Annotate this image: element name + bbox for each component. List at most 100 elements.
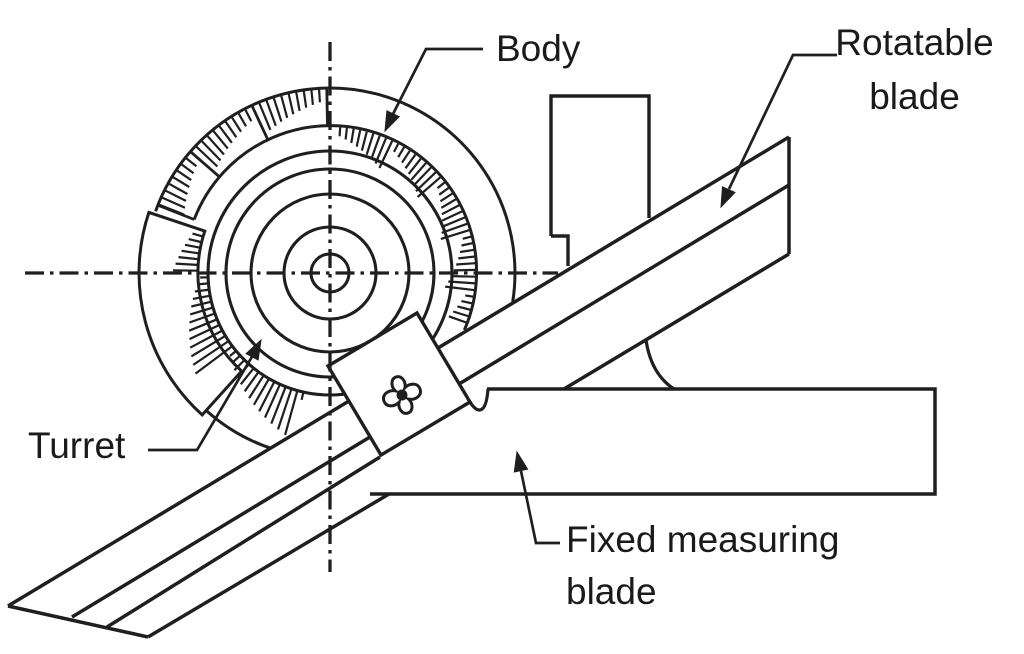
scale-tick xyxy=(436,181,446,189)
scale-tick xyxy=(231,354,241,364)
scale-tick xyxy=(344,127,348,140)
scale-tick xyxy=(258,381,276,412)
rotatable-blade-edge xyxy=(106,455,381,629)
label-fixed-blade: Fixed measuring blade xyxy=(566,514,840,618)
scale-tick xyxy=(252,378,270,406)
rotatable-blade-edge xyxy=(437,135,790,350)
scale-tick xyxy=(461,242,474,247)
scale-tick xyxy=(239,367,255,385)
scale-tick xyxy=(217,124,233,144)
scale-tick xyxy=(180,162,195,175)
rotatable-blade-edge xyxy=(458,183,790,386)
scale-tick xyxy=(413,166,432,187)
turret-leader-arrowhead-icon xyxy=(245,338,262,361)
label-turret-text: Turret xyxy=(28,424,126,466)
rotatable-blade-leader-arrowhead-icon xyxy=(720,186,736,209)
scale-tick xyxy=(181,249,199,255)
scale-divider xyxy=(157,203,195,221)
label-rotatable-blade-line2: blade xyxy=(869,76,960,117)
scale-tick xyxy=(164,189,187,202)
scale-tick xyxy=(404,153,417,169)
scale-tick xyxy=(448,315,468,324)
scale-tick xyxy=(441,210,463,222)
scale-baseline-arc xyxy=(192,124,479,331)
scale-tick xyxy=(175,262,198,266)
scale-tick xyxy=(355,129,362,147)
scale-tick xyxy=(451,275,477,278)
scale-tick xyxy=(188,318,218,332)
scale-tick xyxy=(190,334,226,358)
scale-tick xyxy=(184,156,198,168)
turret-leader-line xyxy=(148,354,255,452)
scale-tick xyxy=(257,101,272,131)
rotatable-blade xyxy=(7,135,791,639)
scale-tick xyxy=(233,359,246,371)
scale-tick xyxy=(440,198,457,209)
scale-tick xyxy=(276,388,293,430)
label-rotatable-blade: Rotatable blade xyxy=(827,16,1002,124)
scale-tick xyxy=(279,94,289,119)
scale-tick xyxy=(456,262,476,266)
scale-tick xyxy=(452,310,470,318)
scale-tick xyxy=(370,135,381,160)
scale-tick xyxy=(192,340,230,366)
scale-tick xyxy=(188,238,201,244)
scale-tick xyxy=(407,158,422,175)
scale-tick xyxy=(310,88,314,106)
scale-tick xyxy=(350,128,355,144)
scale-tick xyxy=(189,323,221,341)
scale-tick xyxy=(192,294,211,300)
scale-tick xyxy=(338,127,342,137)
scale-tick xyxy=(194,345,233,375)
scale-tick xyxy=(459,248,475,254)
scale-tick xyxy=(178,256,198,261)
scale-tick xyxy=(184,243,200,249)
scale-divider xyxy=(325,87,329,128)
scale-tick xyxy=(397,146,406,158)
fixed-blade-leader-arrowhead-icon xyxy=(513,450,529,473)
rotatable-blade-edge xyxy=(147,492,390,639)
scale-tick xyxy=(230,115,242,133)
scale-tick xyxy=(462,235,472,240)
scale-tick xyxy=(191,300,212,308)
scale-tick xyxy=(294,91,301,111)
scale-tick xyxy=(194,288,210,293)
scale-divider xyxy=(189,150,221,179)
scale-tick xyxy=(441,204,460,216)
plate-scale xyxy=(172,232,203,272)
scale-tick xyxy=(248,374,265,399)
scale-tick xyxy=(439,192,453,203)
scale-tick xyxy=(272,96,283,122)
scale-tick xyxy=(192,232,203,238)
body-scale-upper-left xyxy=(157,87,329,221)
scale-tick xyxy=(160,196,186,209)
fixed-blade-outline xyxy=(370,387,937,496)
label-fixed-blade-line1: Fixed measuring xyxy=(566,519,840,560)
scale-tick xyxy=(360,131,368,151)
scale-tick xyxy=(167,182,188,195)
scale-tick xyxy=(223,120,238,138)
body-leader-arrowhead-icon xyxy=(384,110,401,133)
scale-tick xyxy=(317,88,321,103)
label-rotatable-blade-line1: Rotatable xyxy=(835,22,994,63)
scale-tick xyxy=(401,150,411,164)
label-body: Body xyxy=(496,29,580,68)
body-outer-arc-lower xyxy=(205,409,274,451)
fixed-blade-leader-line xyxy=(519,470,560,545)
body-leader-line xyxy=(391,47,483,115)
knob-center-dot xyxy=(396,389,408,401)
scale-tick xyxy=(243,371,260,392)
scale-tick xyxy=(461,300,474,305)
scale-tick xyxy=(171,175,190,188)
scale-tick xyxy=(457,305,472,312)
scale-tick xyxy=(200,139,222,162)
scale-divider xyxy=(250,104,270,142)
stock-post xyxy=(549,94,651,266)
scale-tick xyxy=(302,89,308,108)
body-leader xyxy=(384,47,483,133)
scale-tick xyxy=(270,386,287,424)
scale-tick xyxy=(263,383,282,419)
scale-tick xyxy=(194,145,219,168)
